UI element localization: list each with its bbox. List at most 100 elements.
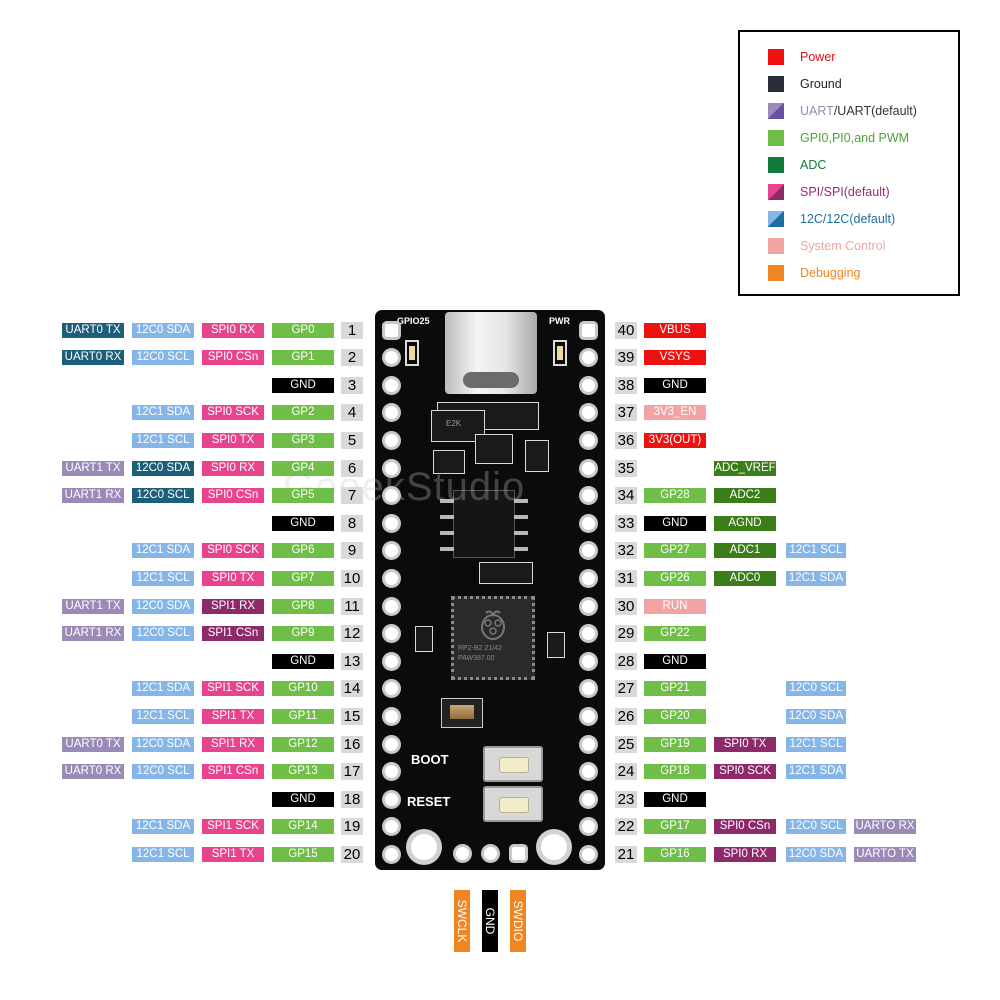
pin-label-spi1-tx: SPI1 TX	[202, 846, 264, 862]
pin-hole	[385, 489, 398, 503]
pin-hole	[582, 433, 595, 447]
smd-component	[525, 440, 549, 472]
debug-pin-hole	[511, 847, 525, 860]
pin-hole	[385, 737, 398, 751]
legend-swatch	[768, 184, 784, 200]
pin-label-12c0-sda: 12C0 SDA	[132, 460, 194, 476]
legend-item: Ground	[768, 76, 842, 92]
pin-label-gp13: GP13	[272, 764, 334, 780]
pin-label-12c0-scl: 12C0 SCL	[132, 350, 194, 366]
pin-label-gnd: GND	[644, 653, 706, 669]
pin-hole	[582, 489, 595, 503]
pin-hole	[582, 599, 595, 613]
pin-number-7: 7	[341, 487, 363, 505]
regulator	[475, 434, 513, 464]
smd-component	[547, 632, 565, 658]
pin-label-12c1-sda: 12C1 SDA	[786, 764, 846, 780]
pin-label-spi0-tx: SPI0 TX	[202, 432, 264, 448]
pin-label-gp8: GP8	[272, 598, 334, 614]
pin-label-gnd: GND	[272, 515, 334, 531]
pin-label-adc-vref: ADC_VREF	[714, 460, 776, 476]
pin-label-adc2: ADC2	[714, 488, 776, 504]
pin-hole	[582, 406, 595, 420]
legend-label: 12C/12C(default)	[800, 212, 896, 226]
reset-button[interactable]	[483, 786, 543, 822]
rp2040-chip: RP2-B2 21/42 PAW387.00	[451, 596, 535, 680]
pin-number-35: 35	[615, 459, 637, 477]
pin-label-gp21: GP21	[644, 681, 706, 697]
pin-hole	[582, 847, 595, 861]
pin-label-spi1-sck: SPI1 SCK	[202, 819, 264, 835]
pin-label-gnd: GND	[644, 377, 706, 393]
aux-chip-label: E2K	[446, 419, 462, 428]
pin-label-12c1-sda: 12C1 SDA	[132, 819, 194, 835]
pin-hole	[582, 571, 595, 585]
boot-button[interactable]	[483, 746, 543, 782]
pin-hole	[582, 792, 595, 806]
pin-label-gp4: GP4	[272, 460, 334, 476]
pin-label-uart0-rx: UART0 RX	[62, 350, 124, 366]
pin-label-uarto-tx: UARTO TX	[854, 846, 916, 862]
legend-label: Power	[800, 50, 836, 64]
pin-label-gp22: GP22	[644, 626, 706, 642]
pin-number-9: 9	[341, 542, 363, 560]
pin-label-gnd: GND	[644, 791, 706, 807]
pin-number-36: 36	[615, 431, 637, 449]
pin-number-15: 15	[341, 707, 363, 725]
chip-marking-line2: PAW387.00	[458, 655, 495, 662]
pin-hole	[385, 682, 398, 696]
pin-label-adc1: ADC1	[714, 543, 776, 559]
pin-label-spi0-sck: SPI0 SCK	[714, 764, 776, 780]
pin-number-24: 24	[615, 763, 637, 781]
pin-hole	[582, 627, 595, 641]
pin-label-spi0-tx: SPI0 TX	[714, 736, 776, 752]
pin-number-14: 14	[341, 680, 363, 698]
pin-number-8: 8	[341, 514, 363, 532]
pin-hole	[582, 737, 595, 751]
pin-label-3v3-en: 3V3_EN	[644, 405, 706, 421]
pin-label-spi0-csn: SPI0 CSn	[714, 819, 776, 835]
pin-hole	[582, 516, 595, 530]
pin-number-39: 39	[615, 349, 637, 367]
pin-number-25: 25	[615, 735, 637, 753]
debug-label-gnd: GND	[482, 890, 498, 952]
legend-swatch	[768, 76, 784, 92]
pin-number-20: 20	[341, 845, 363, 863]
pin-hole	[385, 571, 398, 585]
pin-label-uart1-rx: UART1 RX	[62, 488, 124, 504]
silk-gpio25: GPIO25	[397, 316, 430, 326]
pin-label-adc0: ADC0	[714, 570, 776, 586]
pin-number-19: 19	[341, 818, 363, 836]
pin-label-spi0-rx: SPI0 RX	[714, 846, 776, 862]
pin-label-gp16: GP16	[644, 846, 706, 862]
pin-hole	[385, 378, 398, 392]
power-led	[553, 340, 567, 366]
raspberry-logo-icon	[481, 610, 505, 640]
pin-number-29: 29	[615, 625, 637, 643]
pin-label-12c1-scl: 12C1 SCL	[132, 570, 194, 586]
pin-label-gp5: GP5	[272, 488, 334, 504]
silk-pwr: PWR	[549, 316, 570, 326]
pin-label-gnd: GND	[644, 515, 706, 531]
legend-label: Debugging	[800, 266, 861, 280]
pin-label-gp3: GP3	[272, 432, 334, 448]
pin-label-12c1-scl: 12C1 SCL	[132, 432, 194, 448]
pin-number-32: 32	[615, 542, 637, 560]
pin-label-vsys: VSYS	[644, 350, 706, 366]
pin-label-12c0-sda: 12C0 SDA	[132, 598, 194, 614]
legend-swatch	[768, 130, 784, 146]
pin-number-38: 38	[615, 376, 637, 394]
pin-label-gp2: GP2	[272, 405, 334, 421]
pin-number-26: 26	[615, 707, 637, 725]
legend-label: UART	[800, 104, 834, 118]
pin-label-uart1-tx: UART1 TX	[62, 598, 124, 614]
smd-component	[415, 626, 433, 652]
pin-label-spi0-tx: SPI0 TX	[202, 570, 264, 586]
debug-pin-hole	[455, 847, 469, 860]
pin-label-12c0-scl: 12C0 SCL	[132, 488, 194, 504]
pin-label-spi1-csn: SPI1 CSn	[202, 764, 264, 780]
pin-label-gp19: GP19	[644, 736, 706, 752]
debug-label-text: SWDIO	[511, 900, 525, 942]
pin-hole	[385, 323, 398, 337]
